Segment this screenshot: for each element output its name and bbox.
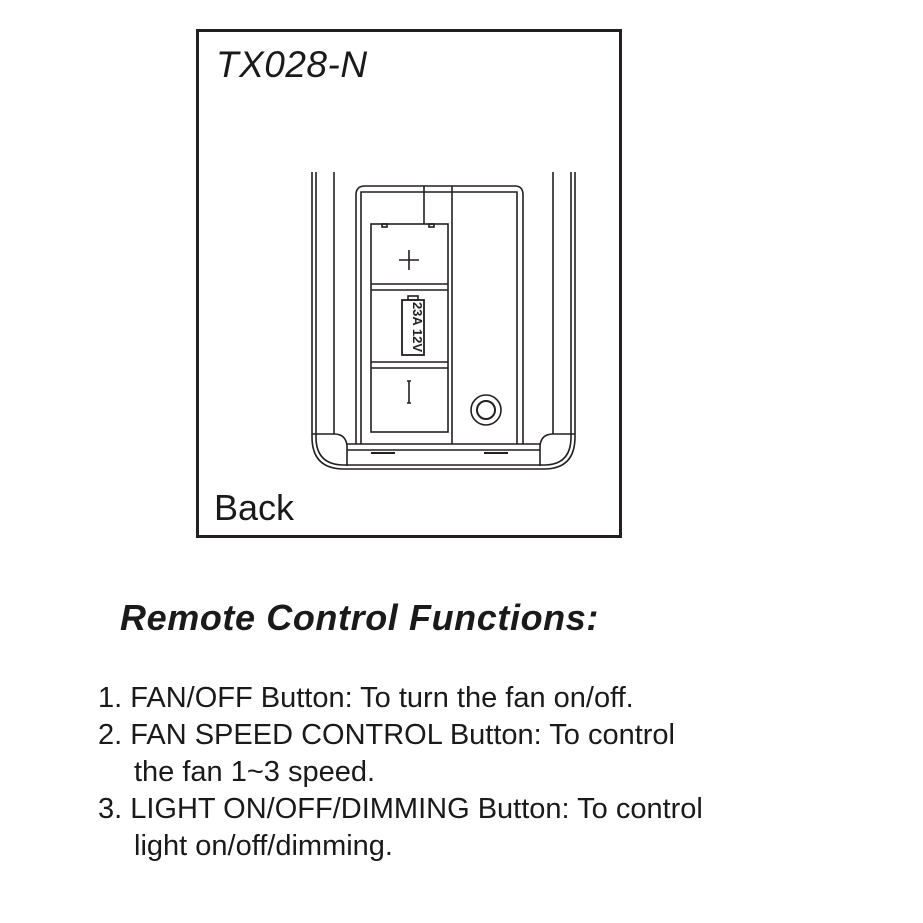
function-item-3: 3. LIGHT ON/OFF/DIMMING Button: To contr… bbox=[98, 793, 703, 825]
view-label: Back bbox=[214, 487, 295, 528]
functions-list: 1. FAN/OFF Button: To turn the fan on/of… bbox=[98, 680, 703, 865]
function-item-1: 1. FAN/OFF Button: To turn the fan on/of… bbox=[98, 682, 634, 714]
remote-back-diagram-frame: TX028-N bbox=[196, 29, 622, 538]
functions-heading: Remote Control Functions: bbox=[120, 597, 599, 638]
function-item-2-continued: the fan 1~3 speed. bbox=[134, 756, 376, 788]
model-label: TX028-N bbox=[216, 44, 368, 85]
function-item-2: 2. FAN SPEED CONTROL Button: To control bbox=[98, 719, 675, 751]
battery-label: 23A 12V bbox=[410, 302, 425, 352]
remote-back-illustration: 23A 12V bbox=[311, 172, 576, 470]
function-item-3-continued: light on/off/dimming. bbox=[134, 830, 393, 862]
